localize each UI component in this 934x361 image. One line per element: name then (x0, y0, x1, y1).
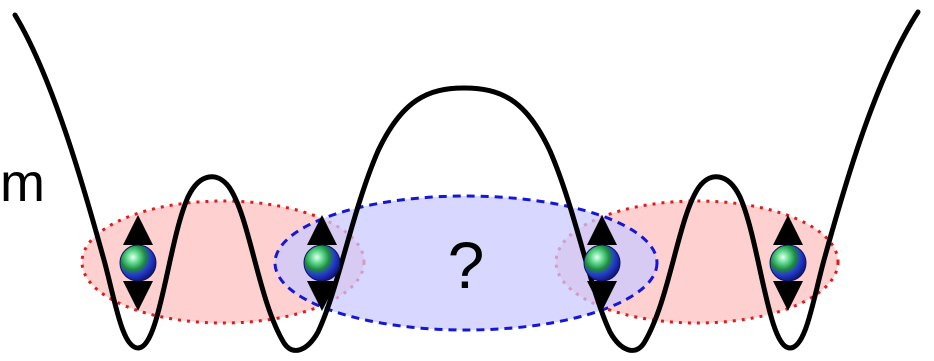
atom-icon (304, 245, 340, 281)
atom-icon (584, 245, 620, 281)
atom-icon (120, 245, 156, 281)
question-mark: ? (448, 228, 485, 302)
atom-icon (770, 245, 806, 281)
